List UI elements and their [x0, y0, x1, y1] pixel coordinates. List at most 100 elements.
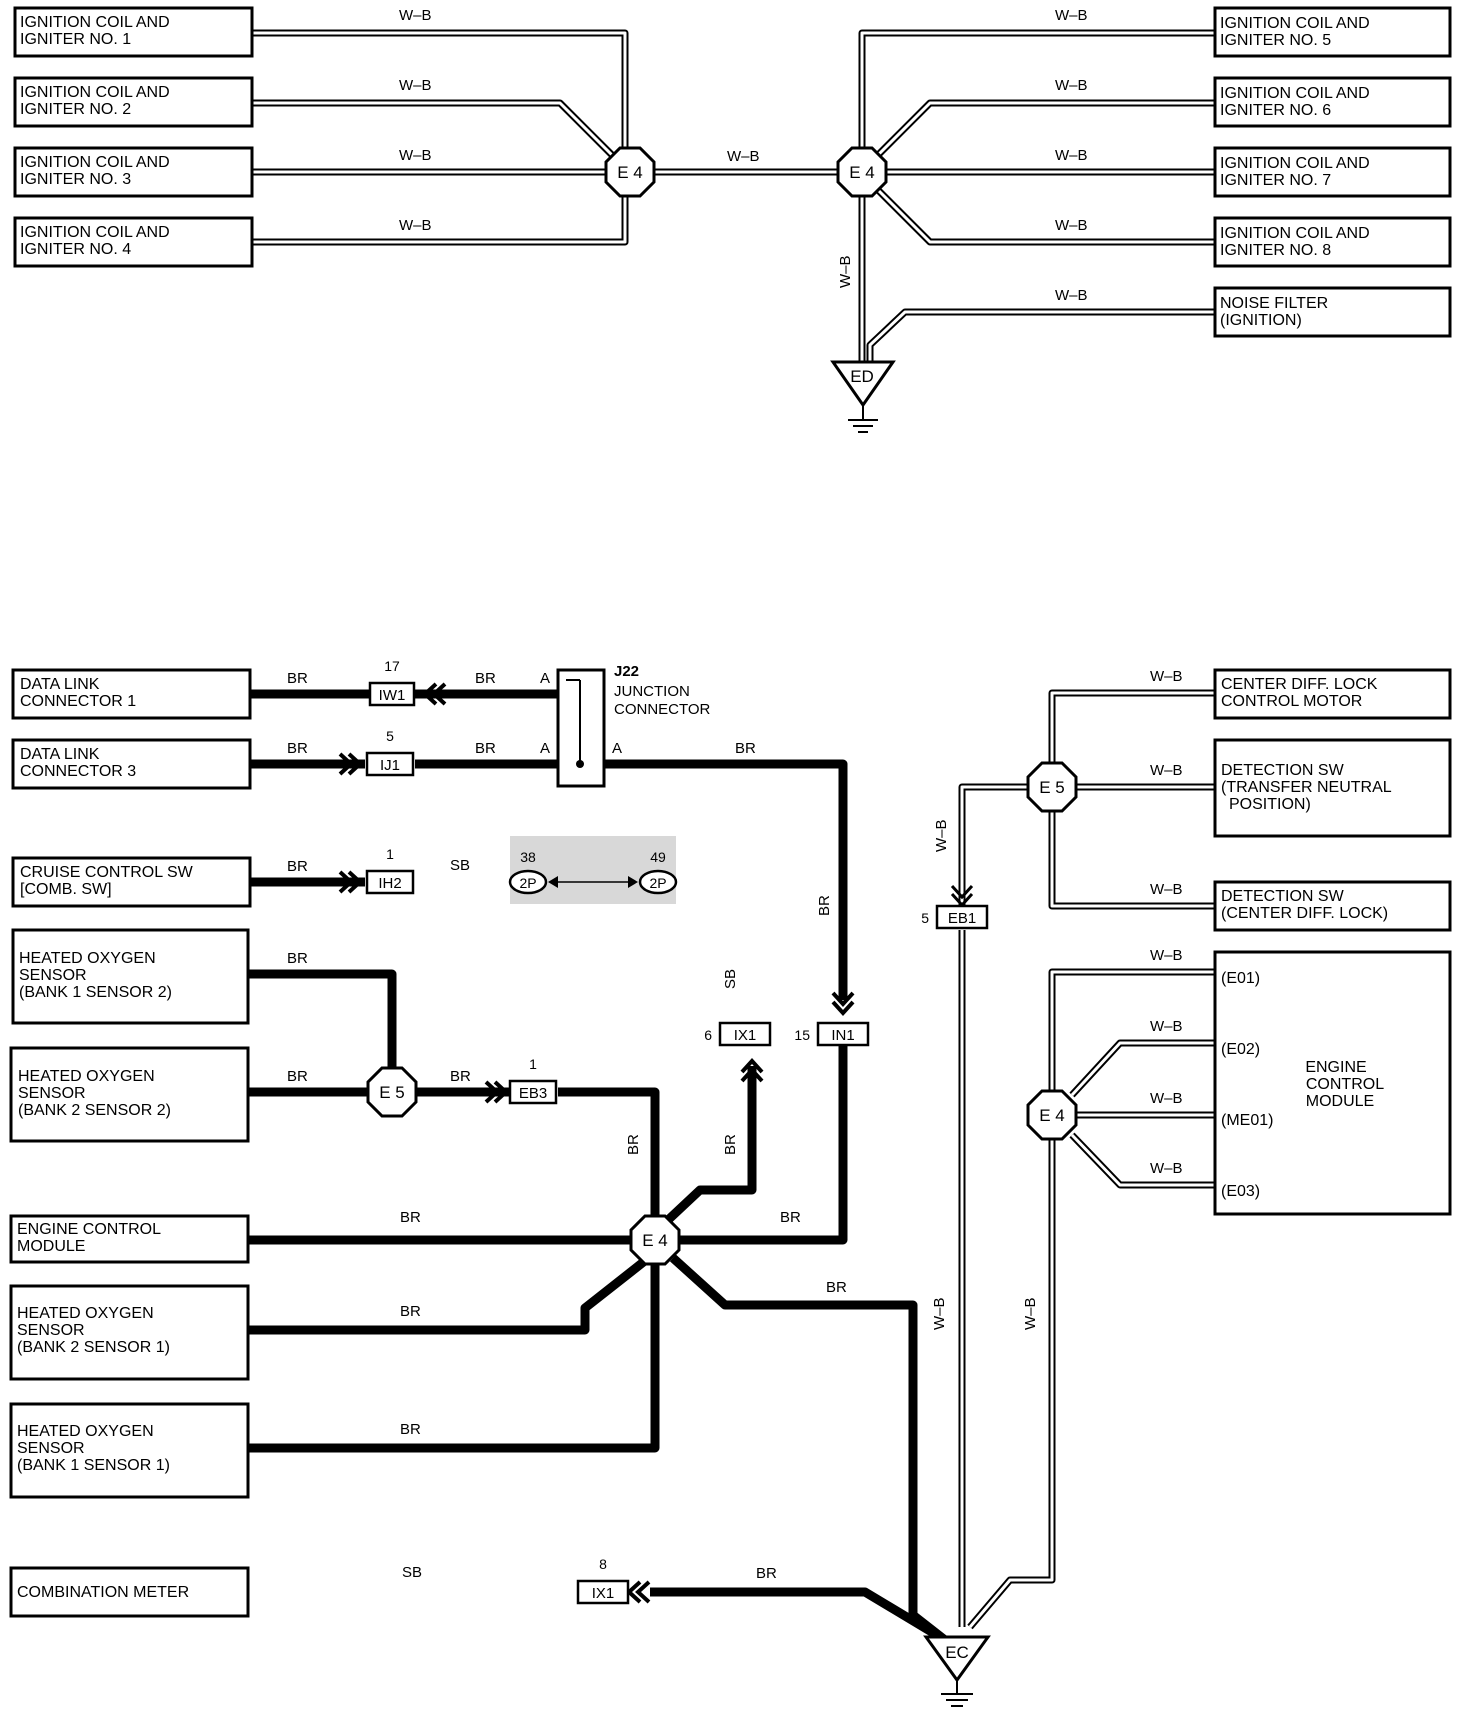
ignition-coil-5: IGNITION COIL AND IGNITER NO. 5	[1213, 6, 1452, 58]
top-wires	[252, 29, 1215, 362]
diagram-label: IW1	[379, 687, 406, 704]
heated-oxygen-sensor-b1s2: HEATED OXYGEN SENSOR (BANK 1 SENSOR 2)	[11, 928, 250, 1025]
wire-label: W–B	[933, 819, 950, 852]
diagram-label: 49	[650, 849, 666, 865]
diagram-label: SENSOR	[17, 1440, 85, 1457]
connector-ih2: IH2 1	[365, 846, 415, 895]
diagram-label: (BANK 2 SENSOR 1)	[17, 1339, 170, 1356]
diagram-label: IGNITION COIL AND	[1220, 15, 1370, 32]
diagram-label: DETECTION SW	[1221, 888, 1345, 905]
diagram-label: (BANK 1 SENSOR 1)	[17, 1457, 170, 1474]
diagram-label: IGNITER NO. 4	[20, 241, 131, 258]
bottom-right-wires	[958, 689, 1215, 1630]
diagram-label: (E03)	[1221, 1183, 1260, 1200]
wire-label: W–B	[399, 147, 432, 164]
noise-filter: NOISE FILTER (IGNITION)	[1213, 286, 1452, 338]
ignition-coil-8: IGNITION COIL AND IGNITER NO. 8	[1213, 216, 1452, 268]
diagram-label: (BANK 1 SENSOR 2)	[19, 984, 172, 1001]
diagram-label: 15	[794, 1027, 810, 1043]
diagram-label: A	[540, 740, 550, 757]
diagram-label: IGNITER NO. 2	[20, 101, 131, 118]
wire-label: W–B	[1150, 1090, 1183, 1107]
diagram-label: IGNITION COIL AND	[20, 224, 170, 241]
diagram-label: NOISE FILTER	[1220, 295, 1328, 312]
wire-label: W–B	[399, 217, 432, 234]
wire-label: W–B	[1055, 287, 1088, 304]
wire-label: W–B	[1150, 762, 1183, 779]
splice-e4-left: E 4	[629, 1214, 681, 1266]
diagram-label: 8	[599, 1556, 607, 1572]
splice-e4-top-right: E 4	[836, 146, 888, 198]
diagram-label: EB1	[948, 910, 976, 927]
diagram-label: DETECTION SW	[1221, 762, 1345, 779]
diagram-label: IJ1	[380, 757, 400, 774]
connector-eb3: EB3 1	[508, 1056, 558, 1105]
diagram-label: 5	[386, 728, 394, 744]
detection-switch-center-diff: DETECTION SW (CENTER DIFF. LOCK)	[1213, 880, 1452, 932]
sb-label: SB	[402, 1564, 422, 1581]
diagram-label: J22	[614, 663, 639, 680]
sb-labels: SB SB SB	[402, 857, 739, 1581]
splice-e4-right: E 4	[1026, 1089, 1078, 1141]
splice-e4-top-left: E 4	[604, 146, 656, 198]
center-diff-lock-motor: CENTER DIFF. LOCK CONTROL MOTOR	[1213, 668, 1452, 720]
ignition-coil-4: IGNITION COIL AND IGNITER NO. 4	[13, 216, 254, 268]
diagram-label: IGNITER NO. 5	[1220, 32, 1331, 49]
diagram-label: 2P	[649, 875, 666, 891]
diagram-label: IGNITION COIL AND	[1220, 85, 1370, 102]
wire-label: BR	[475, 670, 496, 687]
diagram-label: EB3	[519, 1085, 547, 1102]
wire-label: W–B	[1150, 881, 1183, 898]
diagram-label: ED	[850, 367, 874, 386]
wire-label: BR	[400, 1421, 421, 1438]
diagram-label: CONNECTOR 1	[20, 693, 136, 710]
diagram-label: 38	[520, 849, 536, 865]
wire-label: W–B	[1055, 7, 1088, 24]
wire-label: BR	[400, 1303, 421, 1320]
diagram-label: IGNITER NO. 6	[1220, 102, 1331, 119]
diagram-label: E 4	[1039, 1106, 1065, 1125]
connector-ij1: IJ1 5	[365, 728, 415, 777]
diagram-label: SENSOR	[18, 1085, 86, 1102]
splice-e5-left: E 5	[366, 1066, 418, 1118]
diagram-label: HEATED OXYGEN	[18, 1068, 155, 1085]
diagram-label: A	[540, 670, 550, 687]
diagram-label: 1	[386, 846, 394, 862]
engine-control-module-right: (E01) (E02) (ME01) (E03) ENGINE CONTROL …	[1213, 950, 1452, 1216]
sb-label: SB	[450, 857, 470, 874]
wire-label: BR	[287, 670, 308, 687]
wire-label: BR	[287, 950, 308, 967]
diagram-label: DATA LINK	[20, 676, 100, 693]
wire-label: BR	[780, 1209, 801, 1226]
diagram-label: (E01)	[1221, 970, 1260, 987]
diagram-label: IGNITER NO. 7	[1220, 172, 1331, 189]
diagram-label: 1	[529, 1056, 537, 1072]
diagram-label: HEATED OXYGEN	[19, 950, 156, 967]
data-link-connector-3: DATA LINK CONNECTOR 3	[11, 738, 252, 790]
diagram-label: (IGNITION)	[1220, 312, 1302, 329]
diagram-label: COMBINATION METER	[17, 1584, 189, 1601]
wire-label: BR	[475, 740, 496, 757]
diagram-label: HEATED OXYGEN	[17, 1305, 154, 1322]
bottom-left-arrows	[338, 682, 855, 1604]
wire-label: BR	[287, 1068, 308, 1085]
diagram-label: IGNITER NO. 1	[20, 31, 131, 48]
diagram-label: 6	[704, 1027, 712, 1043]
diagram-label: IGNITER NO. 8	[1220, 242, 1331, 259]
diagram-label: (E02)	[1221, 1041, 1260, 1058]
ground-ec: EC	[923, 1635, 991, 1707]
diagram-label: EC	[945, 1643, 969, 1662]
diagram-label: CONNECTOR	[614, 701, 711, 718]
wire-label: BR	[625, 1134, 642, 1155]
connector-eb1: EB1 5	[921, 904, 989, 930]
diagram-label: E 5	[1039, 778, 1065, 797]
diagram-label: (TRANSFER NEUTRAL	[1221, 779, 1392, 796]
diagram-label: 17	[384, 658, 400, 674]
diagram-label: DATA LINK	[20, 746, 100, 763]
ground-ed: ED	[830, 360, 896, 433]
sb-label: SB	[722, 969, 739, 989]
diagram-label: MODULE	[1306, 1093, 1374, 1110]
heated-oxygen-sensor-b1s1: HEATED OXYGEN SENSOR (BANK 1 SENSOR 1)	[9, 1402, 250, 1499]
diagram-label: 2P	[519, 875, 536, 891]
wire-label: BR	[450, 1068, 471, 1085]
